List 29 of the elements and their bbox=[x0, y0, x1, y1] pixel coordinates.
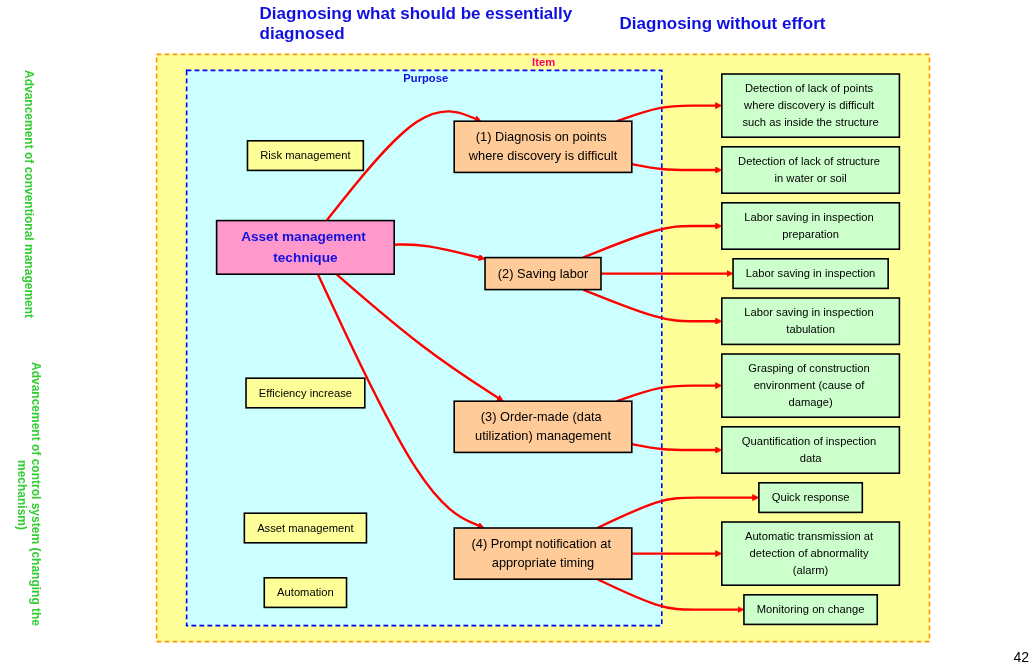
node-box: Monitoring on change bbox=[743, 594, 879, 626]
node-box: Labor saving in inspection preparation bbox=[721, 202, 901, 250]
node-box: Quick response bbox=[758, 482, 864, 514]
node-box: Automation bbox=[263, 577, 348, 609]
node-box: Automatic transmission at detection of abnormality (alarm) bbox=[721, 521, 901, 586]
row-heading: Advancement of conventional management bbox=[22, 70, 36, 319]
row-heading: Advancement of control system (changing the mechanism) bbox=[15, 361, 43, 629]
node-box: Risk management bbox=[246, 140, 365, 172]
column-heading: Diagnosing without effort bbox=[619, 14, 826, 34]
node-box: Asset management bbox=[243, 512, 368, 544]
arrow bbox=[335, 273, 504, 402]
arrow bbox=[316, 273, 485, 529]
node-box: Quantification of inspection data bbox=[721, 426, 901, 474]
node-box: (2) Saving labor bbox=[484, 256, 602, 291]
page-number: 42 bbox=[1013, 649, 1029, 665]
node-box: (3) Order-made (data utilization) management bbox=[453, 400, 633, 454]
node-box: Labor saving in inspection bbox=[732, 258, 889, 290]
arrow bbox=[325, 110, 482, 222]
node-box: Asset management technique bbox=[215, 219, 395, 275]
node-box: Detection of lack of structure in water or soil bbox=[721, 146, 901, 194]
node-box: (4) Prompt notification at appropriate timing bbox=[453, 527, 633, 580]
node-box: Grasping of construction environment (cause of damage) bbox=[721, 353, 901, 418]
node-box: (1) Diagnosis on points where discovery is difficult bbox=[453, 120, 633, 174]
arrow bbox=[601, 270, 734, 278]
arrow bbox=[394, 243, 486, 261]
node-box: Labor saving in inspection tabulation bbox=[721, 297, 901, 346]
node-box: Efficiency increase bbox=[245, 377, 366, 409]
column-heading: Diagnosing what should be essentially diagnosed bbox=[259, 4, 574, 44]
node-box: Detection of lack of points where discovery is difficult such as inside the structure bbox=[721, 73, 901, 138]
